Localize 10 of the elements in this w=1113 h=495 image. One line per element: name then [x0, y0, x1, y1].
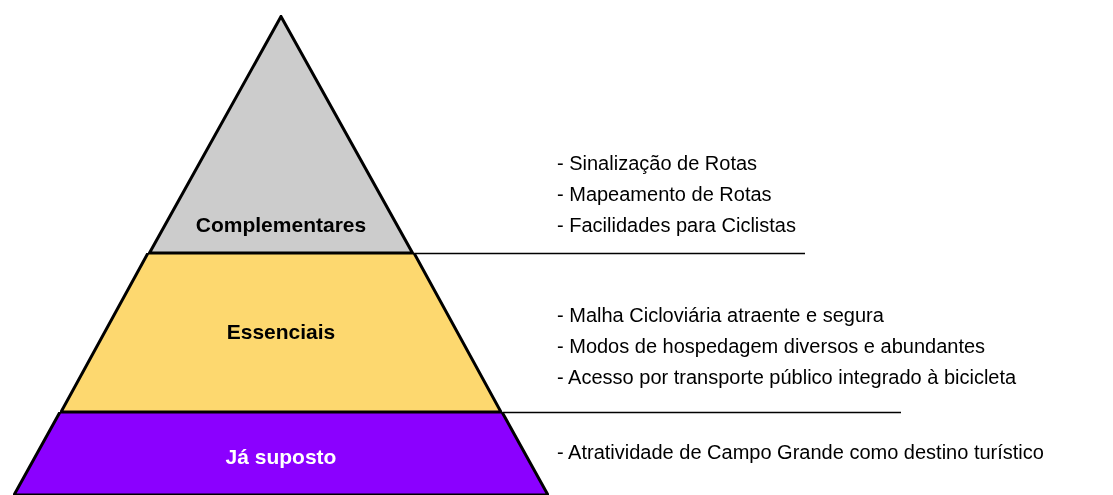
tier-label: Já suposto — [224, 446, 338, 467]
tier-label: Essenciais — [225, 321, 337, 342]
list-item: - Modos de hospedagem diversos e abundantes — [557, 334, 987, 359]
list-item: - Sinalização de Rotas — [557, 151, 759, 176]
list-item: - Malha Cicloviária atraente e segura — [557, 303, 885, 328]
tier-label: Complementares — [194, 214, 368, 235]
list-item: - Acesso por transporte público integrado à bicicleta — [557, 365, 1018, 390]
list-item: - Facilidades para Ciclistas — [557, 213, 797, 238]
list-item: - Atratividade de Campo Grande como destino turístico — [557, 440, 1045, 465]
list-item: - Mapeamento de Rotas — [557, 182, 773, 207]
